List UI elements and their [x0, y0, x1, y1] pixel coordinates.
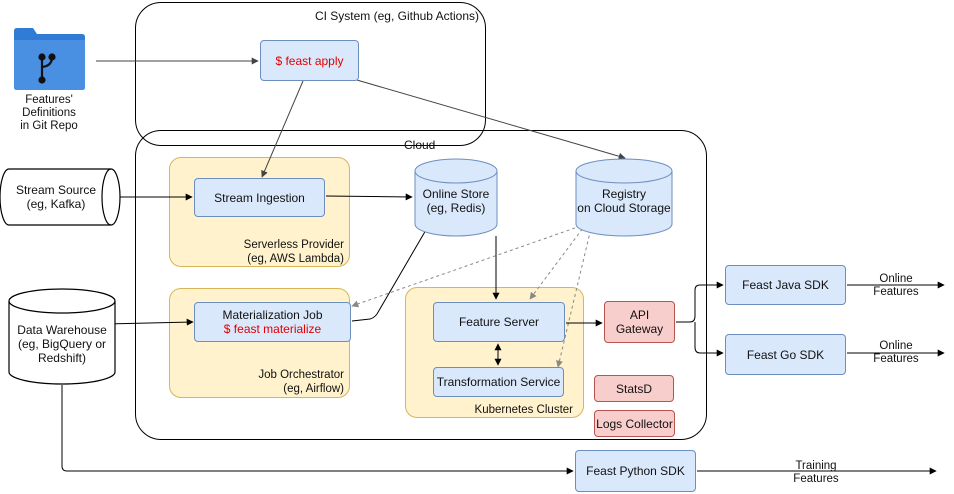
api-gateway-line1: API	[629, 308, 650, 322]
edge-warehouse-to-python	[61, 385, 574, 475]
git-repo-label-line1: Features'	[25, 94, 73, 106]
online-features-2-line2: Features	[873, 353, 919, 365]
api-gateway-node: API Gateway	[604, 301, 675, 343]
git-repo-label: Features' Definitions in Git Repo	[10, 94, 88, 133]
registry-storage: on Cloud Storage	[577, 201, 671, 215]
data-warehouse-shape	[8, 288, 116, 385]
edge-materialization-to-online	[351, 222, 431, 322]
transformation-service-node: Transformation Service	[433, 367, 564, 397]
online-store-example: (eg, Redis)	[426, 201, 486, 215]
feast-java-sdk-node: Feast Java SDK	[725, 265, 846, 305]
registry-shape	[575, 158, 673, 237]
job-orchestrator-example: (eg, Airflow)	[283, 383, 344, 395]
feast-python-sdk-node: Feast Python SDK	[575, 450, 696, 492]
edge-ingestion-to-online	[325, 193, 413, 201]
online-features-label-1: Online Features	[862, 273, 930, 299]
materialization-job-node: Materialization Job $ feast materialize	[194, 302, 351, 342]
cloud-title: Cloud	[404, 138, 436, 152]
statsd-node: StatsD	[594, 375, 674, 402]
serverless-provider-label: Serverless Provider (eg, AWS Lambda)	[244, 238, 344, 266]
registry-name: Registry	[601, 187, 646, 201]
edge-registry-to-materialization	[351, 221, 593, 308]
job-orchestrator-name: Job Orchestrator	[258, 369, 344, 381]
ci-system-title: CI System (eg, Github Actions)	[314, 9, 479, 23]
online-store-label: Online Store (eg, Redis)	[415, 186, 497, 216]
api-gateway-line2: Gateway	[615, 322, 664, 336]
edge-apply-to-registry	[349, 77, 626, 160]
edge-registry-to-server	[529, 223, 587, 300]
stream-source-shape	[0, 168, 121, 226]
logs-collector-node: Logs Collector	[594, 410, 675, 437]
stream-source-name: Stream Source	[15, 183, 97, 197]
registry-label: Registry on Cloud Storage	[574, 186, 674, 216]
data-warehouse-example2: Redshift)	[37, 351, 86, 365]
edge-gateway-to-go	[694, 322, 724, 357]
edge-warehouse-to-materialization	[103, 318, 194, 326]
online-features-label-2: Online Features	[862, 340, 930, 366]
git-repo-label-line2: Definitions	[22, 107, 76, 119]
ci-system-container: CI System (eg, Github Actions)	[135, 2, 486, 146]
online-store-name: Online Store	[422, 187, 490, 201]
online-features-1-line1: Online	[879, 273, 913, 285]
git-folder-icon	[14, 28, 85, 90]
data-warehouse-label: Data Warehouse (eg, BigQuery or Redshift…	[9, 318, 115, 370]
online-features-1-line2: Features	[873, 286, 919, 298]
feature-server-node: Feature Server	[433, 302, 565, 342]
feast-go-sdk-node: Feast Go SDK	[725, 334, 846, 375]
training-features-label: Training Features	[782, 460, 850, 486]
edge-registry-to-transformation	[556, 223, 593, 368]
kubernetes-cluster-label: Kubernetes Cluster	[474, 404, 573, 416]
stream-source-example: (eg, Kafka)	[26, 197, 86, 211]
feast-apply-command: $ feast apply	[260, 40, 359, 81]
online-store-shape	[414, 158, 498, 237]
training-features-line2: Features	[793, 473, 839, 485]
serverless-provider-example: (eg, AWS Lambda)	[247, 253, 344, 265]
materialization-job-name: Materialization Job	[222, 308, 323, 322]
online-features-2-line1: Online	[879, 340, 913, 352]
stream-source-label: Stream Source (eg, Kafka)	[2, 169, 110, 225]
serverless-provider-name: Serverless Provider	[243, 239, 344, 251]
git-repo-label-line3: in Git Repo	[20, 120, 78, 132]
job-orchestrator-label: Job Orchestrator (eg, Airflow)	[258, 368, 344, 396]
data-warehouse-name: Data Warehouse	[17, 323, 107, 337]
feast-materialize-command: $ feast materialize	[223, 322, 322, 336]
training-features-line1: Training	[795, 460, 837, 472]
data-warehouse-example1: (eg, BigQuery or	[17, 337, 107, 351]
stream-ingestion-node: Stream Ingestion	[194, 178, 325, 217]
edge-apply-to-ingestion	[261, 80, 304, 178]
edge-gateway-to-java	[676, 281, 724, 323]
